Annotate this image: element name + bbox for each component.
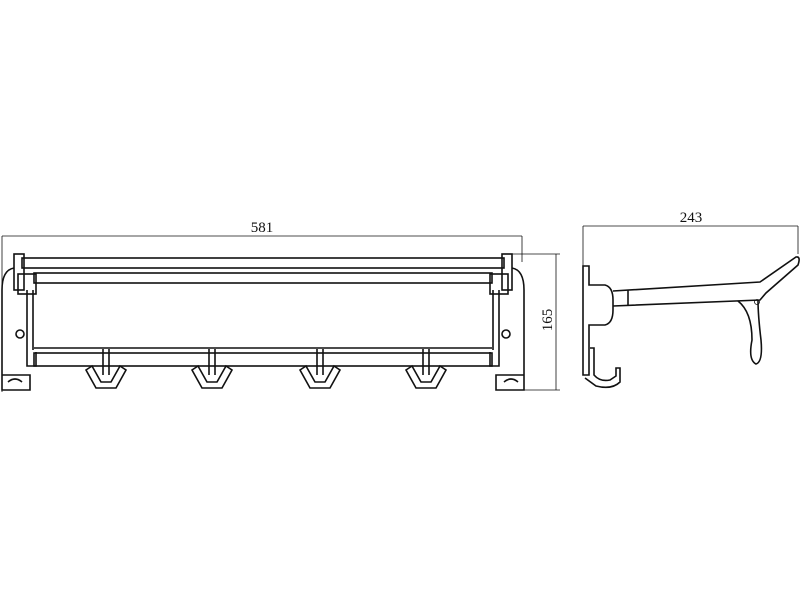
arm — [612, 256, 800, 307]
bottom-hook — [584, 347, 621, 389]
hooks — [84, 349, 448, 389]
wall-plate — [582, 265, 614, 376]
depth-dimension: 243 — [582, 210, 799, 266]
left-bracket — [1, 253, 37, 391]
width-dimension-label: 581 — [251, 220, 274, 236]
depth-dimension-label: 243 — [680, 210, 703, 226]
width-dimension: 581 — [1, 220, 523, 392]
hook-1 — [84, 349, 128, 389]
rails — [21, 257, 505, 367]
hook-3 — [298, 349, 342, 389]
hanging-hook — [737, 299, 763, 365]
right-bracket — [489, 253, 525, 391]
front-view: 581 165 — [1, 220, 560, 392]
height-dimension-label: 165 — [540, 309, 556, 332]
side-view: 243 — [582, 210, 800, 389]
hook-4 — [404, 349, 448, 389]
hook-2 — [190, 349, 234, 389]
height-dimension: 165 — [510, 253, 560, 391]
